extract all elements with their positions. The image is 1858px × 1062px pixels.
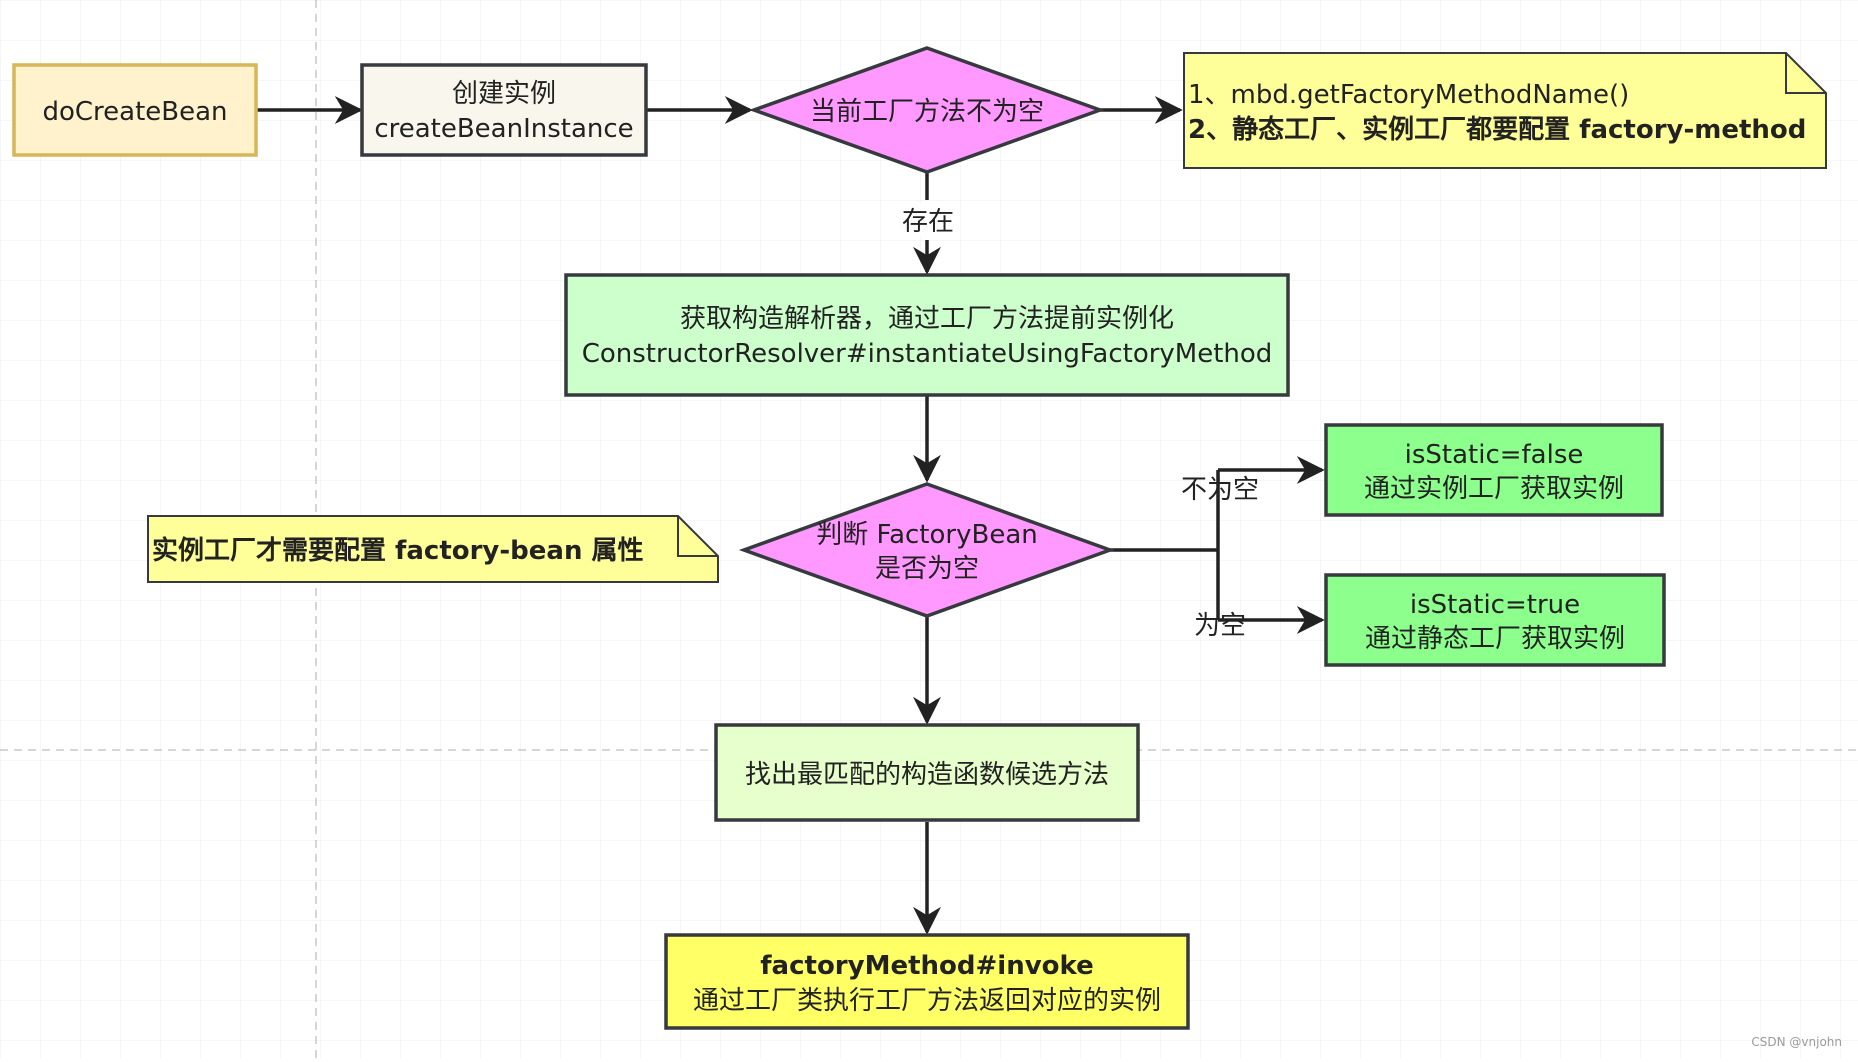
- best-match-label: 找出最匹配的构造函数候选方法: [745, 760, 1109, 790]
- factory-bean-check-node[interactable]: [738, 482, 1116, 618]
- constructor-resolver-method: ConstructorResolver#instantiateUsingFact…: [582, 339, 1273, 369]
- do-create-bean-node[interactable]: [12, 63, 258, 157]
- factory-bean-note-text: 实例工厂才需要配置 factory-bean 属性: [152, 535, 644, 566]
- factory-method-check-node[interactable]: [748, 46, 1106, 174]
- note-fold-corner-2: [677, 516, 718, 557]
- invoke-method-label: factoryMethod#invoke: [760, 951, 1094, 981]
- watermark: CSDN @vnjohn: [1751, 1035, 1842, 1049]
- exists-label-bg: [898, 203, 958, 237]
- factory-method-note: [1183, 52, 1827, 169]
- factory-method-check-label: 当前工厂方法不为空: [810, 97, 1044, 127]
- factory-method-note-line2: 2、静态工厂、实例工厂都要配置 factory-method: [1188, 114, 1806, 145]
- static-factory-desc: 通过静态工厂获取实例: [1365, 624, 1625, 654]
- create-instance-title: 创建实例: [452, 79, 556, 109]
- instance-factory-desc: 通过实例工厂获取实例: [1364, 474, 1624, 504]
- note-fold-corner: [1785, 53, 1826, 94]
- instance-factory-flag: isStatic=false: [1405, 440, 1584, 470]
- instance-factory-node[interactable]: [1324, 423, 1664, 517]
- factory-bean-check-line2: 是否为空: [875, 554, 979, 584]
- create-instance-method: createBeanInstance: [374, 114, 633, 144]
- constructor-resolver-node[interactable]: [564, 273, 1290, 397]
- factory-bean-note: [147, 515, 719, 583]
- factory-bean-check-line1: 判断 FactoryBean: [816, 520, 1037, 550]
- factory-method-invoke-node[interactable]: [664, 933, 1190, 1030]
- constructor-resolver-title: 获取构造解析器，通过工厂方法提前实例化: [680, 304, 1174, 334]
- create-instance-node[interactable]: [360, 63, 648, 157]
- best-match-node[interactable]: [714, 723, 1140, 822]
- edge-label-empty: 为空: [1194, 611, 1246, 641]
- edge-label-exists: 存在: [902, 207, 954, 237]
- static-factory-flag: isStatic=true: [1410, 590, 1580, 620]
- do-create-bean-label: doCreateBean: [42, 97, 227, 127]
- invoke-desc-label: 通过工厂类执行工厂方法返回对应的实例: [693, 986, 1161, 1016]
- edge-label-not-empty: 不为空: [1181, 475, 1259, 505]
- factory-method-note-line1: 1、mbd.getFactoryMethodName(): [1188, 80, 1629, 110]
- edges: [256, 96, 1325, 935]
- static-factory-node[interactable]: [1324, 573, 1666, 667]
